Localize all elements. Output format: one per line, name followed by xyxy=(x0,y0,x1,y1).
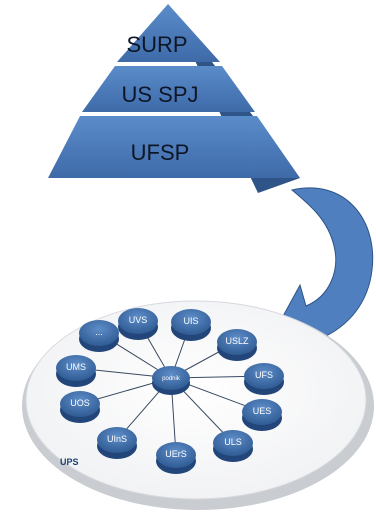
network-node-label: ... xyxy=(95,327,103,337)
network-node: USLZ xyxy=(217,329,257,361)
network-node-label: UOS xyxy=(70,398,90,408)
network-node-label: UErS xyxy=(165,449,187,459)
node-top xyxy=(56,355,96,381)
network-node-label: UVS xyxy=(129,315,148,325)
pyramid: SURP US SPJ UFSP xyxy=(48,4,300,193)
network-node: ULS xyxy=(213,430,253,462)
network-diagram: UPS podnik UVS UIS USLZ UFS UES ULS UErS UInS UOS… xyxy=(22,300,374,510)
network-node: UErS xyxy=(156,442,196,474)
node-top xyxy=(118,308,158,334)
node-top xyxy=(217,329,257,355)
network-node: UFS xyxy=(244,363,284,395)
node-top xyxy=(152,366,190,390)
network-nodes: podnik UVS UIS USLZ UFS UES ULS UErS UInS UOS UMS.… xyxy=(56,308,284,474)
network-node: UInS xyxy=(97,427,137,459)
node-top xyxy=(213,430,253,456)
network-node: UVS xyxy=(118,308,158,340)
pyramid-label-middle: US SPJ xyxy=(121,82,198,107)
node-top xyxy=(97,427,137,453)
ups-label: UPS xyxy=(60,457,79,467)
network-node-label: USLZ xyxy=(225,336,249,346)
node-top xyxy=(171,309,211,335)
pyramid-level-middle xyxy=(82,66,255,112)
node-top xyxy=(156,442,196,468)
network-node: ... xyxy=(79,320,119,352)
network-node-label: UMS xyxy=(66,362,86,372)
node-top xyxy=(244,363,284,389)
network-node: UOS xyxy=(60,391,100,423)
hub-label: podnik xyxy=(162,376,181,382)
node-top xyxy=(242,399,282,425)
network-node-label: UInS xyxy=(107,434,127,444)
network-node-label: UFS xyxy=(255,370,273,380)
pyramid-level-bottom xyxy=(48,116,300,178)
network-node-label: UIS xyxy=(183,316,198,326)
network-node-label: ULS xyxy=(224,437,242,447)
network-node: UIS xyxy=(171,309,211,341)
network-node: UES xyxy=(242,399,282,431)
network-node: UMS xyxy=(56,355,96,387)
node-top xyxy=(79,320,119,346)
pyramid-label-bottom: UFSP xyxy=(131,140,190,165)
hub-node: podnik xyxy=(152,366,190,395)
network-node-label: UES xyxy=(253,406,272,416)
node-top xyxy=(60,391,100,417)
pyramid-level-top xyxy=(117,4,220,62)
pyramid-label-top: SURP xyxy=(126,32,187,57)
